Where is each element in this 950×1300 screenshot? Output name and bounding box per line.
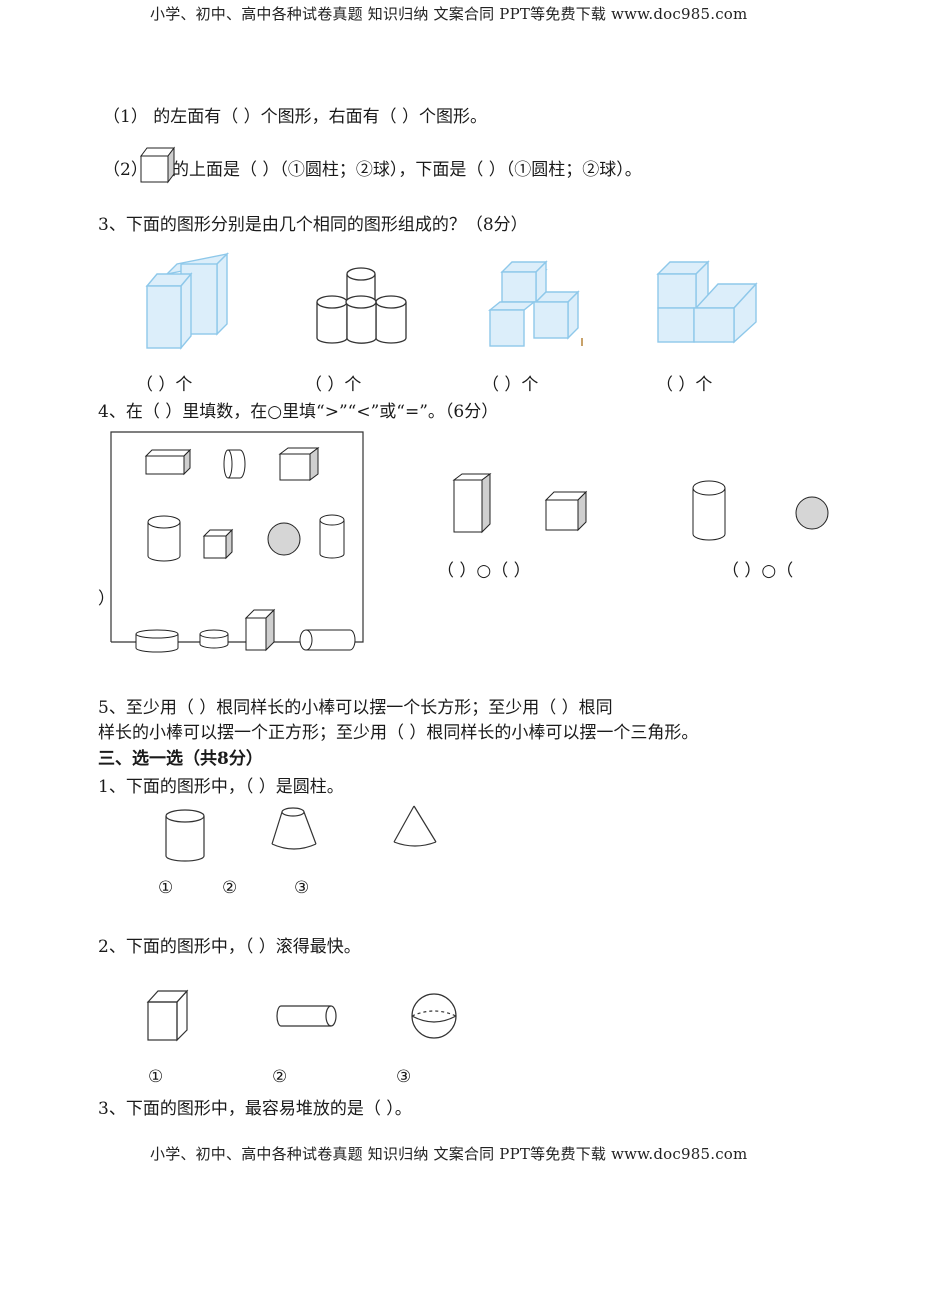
- question-2-2-text: 的上面是（ ）（①圆柱；②球），下面是（ ）（①圆柱；②球）。: [172, 160, 642, 180]
- question-5-line2: 样长的小棒可以摆一个正方形；至少用（ ）根同样长的小棒可以摆一个三角形。: [98, 723, 699, 743]
- section-3-title: 三、选一选（共8分）: [98, 749, 263, 769]
- option-2-label[interactable]: ②: [222, 878, 238, 898]
- question-3-title: 3、下面的图形分别是由几个相同的图形组成的？（8分）: [98, 215, 528, 235]
- compare-blank-right[interactable]: （ ）○（: [722, 561, 794, 581]
- question-5-line1: 5、至少用（ ）根同样长的小棒可以摆一个长方形；至少用（ ）根同: [98, 698, 613, 718]
- option-3-label-q2[interactable]: ③: [396, 1067, 412, 1087]
- part3-question-3: 3、下面的图形中，最容易堆放的是（ ）。: [98, 1099, 412, 1119]
- question-4-title: 4、在（ ）里填数，在○里填“>”“<”或“=”。（6分）: [98, 402, 499, 422]
- cuboid-stack-figure: [145, 252, 230, 350]
- option-2-label-q2[interactable]: ②: [272, 1067, 288, 1087]
- question-2-1: （1） 的左面有（ ）个图形，右面有（ ）个图形。: [103, 107, 488, 127]
- answer-blank-a[interactable]: （ ）个: [136, 375, 193, 395]
- solids-options-figure-1: [165, 805, 437, 862]
- cube-icon: [140, 146, 175, 184]
- page-footer: 小学、初中、高中各种试卷真题 知识归纳 文案合同 PPT等免费下载 www.do…: [150, 1145, 748, 1163]
- answer-blank-d[interactable]: （ ）个: [656, 375, 713, 395]
- stray-paren: ）: [98, 589, 115, 609]
- compare-blank-left[interactable]: （ ）○（ ）: [437, 561, 531, 581]
- option-3-label[interactable]: ③: [294, 878, 310, 898]
- option-1-label-q2[interactable]: ①: [148, 1067, 164, 1087]
- cylinder-stack-figure: [316, 267, 407, 344]
- part3-question-2: 2、下面的图形中，（ ）滚得最快。: [98, 937, 361, 957]
- shapes-box-figure: [110, 431, 364, 653]
- compare-shapes-figure: [452, 473, 829, 541]
- answer-blank-b[interactable]: （ ）个: [305, 375, 362, 395]
- answer-blank-c[interactable]: （ ）个: [482, 375, 539, 395]
- cube-stack-figure-c: [488, 260, 583, 347]
- option-1-label[interactable]: ①: [158, 878, 174, 898]
- solids-options-figure-2: [146, 989, 457, 1042]
- page-header: 小学、初中、高中各种试卷真题 知识归纳 文案合同 PPT等免费下载 www.do…: [150, 5, 748, 23]
- part3-question-1: 1、下面的图形中，（ ）是圆柱。: [98, 777, 344, 797]
- cube-stack-figure-d: [656, 260, 758, 344]
- question-2-2-label: （2）: [103, 160, 148, 180]
